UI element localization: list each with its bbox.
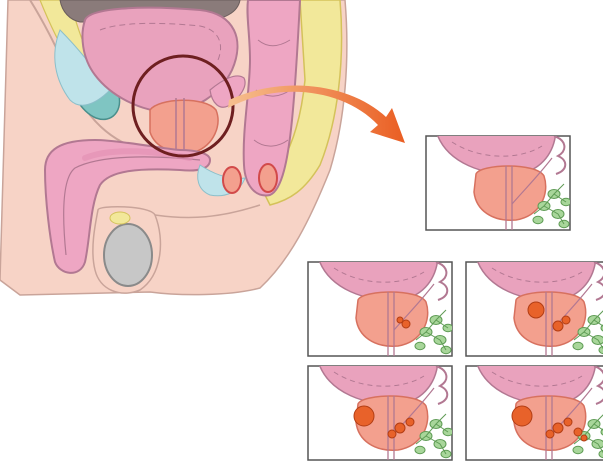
tumor-nodule	[581, 435, 587, 441]
prostate-gland	[514, 292, 586, 346]
lymph-node	[533, 216, 543, 224]
panel-stage-2	[466, 257, 603, 356]
tumor-nodule	[406, 418, 414, 426]
anal-sphincter	[259, 164, 277, 192]
lymph-node	[415, 446, 425, 454]
panel-stage-1	[308, 257, 453, 356]
panel-stage-3	[308, 361, 453, 460]
tumor-nodule	[553, 321, 563, 331]
sagittal-anatomy	[0, 0, 347, 295]
stage-panels	[308, 131, 603, 460]
epididymis	[110, 212, 130, 224]
tumor-nodule	[553, 423, 563, 433]
prostate-gland	[356, 292, 428, 346]
panel-stage-4	[466, 361, 603, 460]
lymph-node	[573, 446, 583, 454]
tumor-nodule	[528, 302, 544, 318]
panel-normal	[426, 131, 571, 230]
lymph-node	[573, 342, 583, 350]
tumor-nodule	[397, 317, 403, 323]
lymph-node	[415, 342, 425, 350]
testis	[104, 224, 152, 286]
tumor-nodule	[354, 406, 374, 426]
prostate-gland	[474, 166, 546, 220]
tumor-nodule	[395, 423, 405, 433]
tumor-nodule	[562, 316, 570, 324]
bulbospongiosus	[223, 167, 241, 193]
tumor-nodule	[564, 418, 572, 426]
tumor-nodule	[574, 428, 582, 436]
tumor-nodule	[512, 406, 532, 426]
tumor-nodule	[546, 430, 554, 438]
tumor-nodule	[388, 430, 396, 438]
